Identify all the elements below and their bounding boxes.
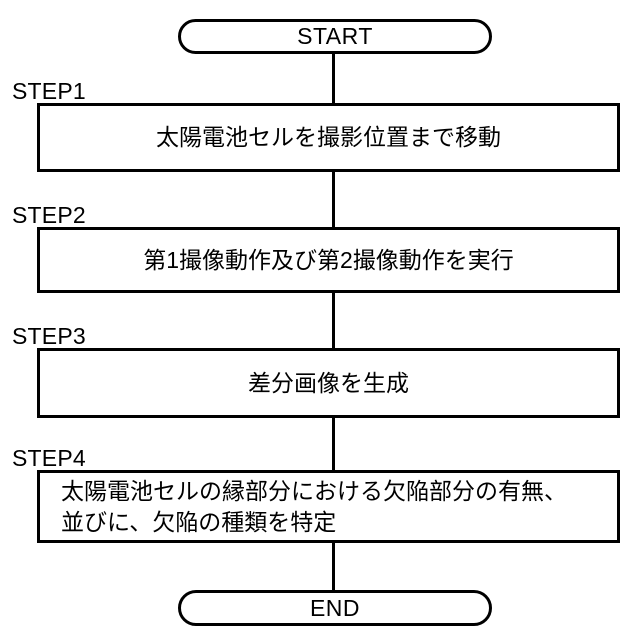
flowchart-node-start: START [178, 19, 492, 54]
node-step4-text: 太陽電池セルの縁部分における欠陥部分の有無、 並びに、欠陥の種類を特定 [40, 476, 567, 537]
connector-step3-to-step4 [332, 417, 335, 472]
flowchart-node-step1: 太陽電池セルを撮影位置まで移動 [37, 103, 620, 172]
flowchart-node-step2: 第1撮像動作及び第2撮像動作を実行 [37, 227, 620, 293]
node-step4-text-line2: 並びに、欠陥の種類を特定 [61, 508, 337, 535]
step-label-step3: STEP3 [12, 323, 86, 349]
connector-start-to-step1 [332, 52, 335, 105]
flowchart-node-step4: 太陽電池セルの縁部分における欠陥部分の有無、 並びに、欠陥の種類を特定 [37, 470, 620, 543]
node-step3-text: 差分画像を生成 [248, 369, 409, 396]
node-step1-text: 太陽電池セルを撮影位置まで移動 [156, 124, 501, 151]
step-label-step4: STEP4 [12, 445, 86, 471]
flowchart-node-step3: 差分画像を生成 [37, 348, 620, 418]
node-end-label: END [309, 594, 361, 621]
connector-step2-to-step3 [332, 292, 335, 350]
connector-step1-to-step2 [332, 171, 335, 229]
node-start-label: START [297, 23, 373, 49]
step-label-step2: STEP2 [12, 202, 86, 228]
flowchart-node-end: END [178, 590, 492, 626]
node-step2-text: 第1撮像動作及び第2撮像動作を実行 [143, 246, 514, 273]
connector-step4-to-end [332, 542, 335, 592]
node-step4-text-line1: 太陽電池セルの縁部分における欠陥部分の有無、 [61, 478, 567, 505]
step-label-step1: STEP1 [12, 78, 86, 104]
